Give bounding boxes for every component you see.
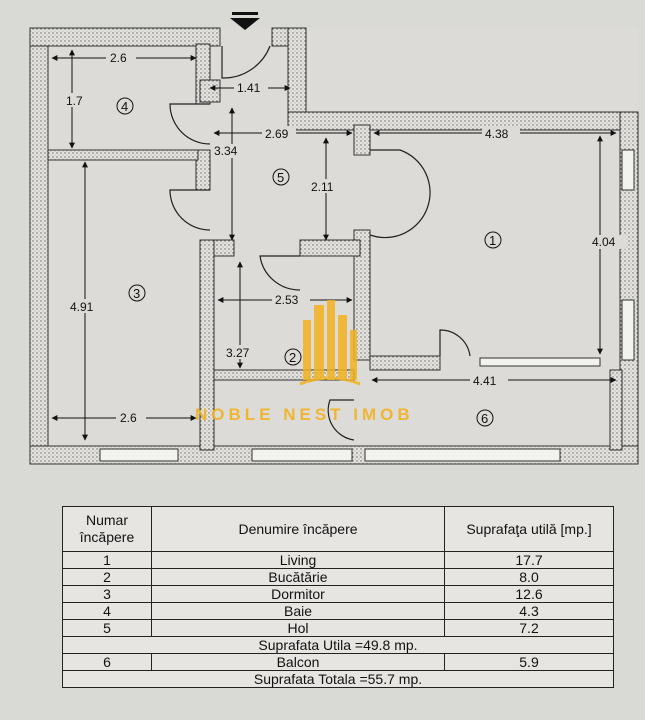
rooms-table: Numar încăpere Denumire încăpere Suprafa… xyxy=(62,506,614,688)
row-number: 2 xyxy=(62,568,152,586)
table-row: 4 Baie 4.3 xyxy=(62,602,614,620)
interior-walls xyxy=(47,43,623,451)
dim-label: 1.41 xyxy=(237,81,261,95)
dim-label: 2.6 xyxy=(120,411,137,425)
dim-label: 3.27 xyxy=(226,346,250,360)
row-number: 4 xyxy=(62,602,152,620)
row-number: 1 xyxy=(62,551,152,569)
table-row: 2 Bucătărie 8.0 xyxy=(62,568,614,586)
table-row: 5 Hol 7.2 xyxy=(62,619,614,637)
dim-label: 3.34 xyxy=(214,144,238,158)
dim-label: 2.69 xyxy=(265,127,289,141)
table-header-row: Numar încăpere Denumire încăpere Suprafa… xyxy=(62,506,614,552)
header-area: Suprafaţa utilă [mp.] xyxy=(444,506,614,552)
room-markers xyxy=(116,97,502,427)
row-area: 4.3 xyxy=(444,602,614,620)
row-area: 7.2 xyxy=(444,619,614,637)
dimension-labels: 2.6 1.41 1.7 2.69 4.38 3.34 2.11 4.04 4.… xyxy=(64,50,626,425)
room-number-2: 2 xyxy=(289,350,296,365)
header-room-number: Numar încăpere xyxy=(62,506,152,552)
row-name: Dormitor xyxy=(151,585,445,603)
room-number-4: 4 xyxy=(121,99,128,114)
row-name: Living xyxy=(151,551,445,569)
row-name: Hol xyxy=(151,619,445,637)
total-row: Suprafata Totala =55.7 mp. xyxy=(62,670,614,688)
dim-label: 4.04 xyxy=(592,235,616,249)
subtotal-text: Suprafata Utila =49.8 mp. xyxy=(62,636,614,654)
row-area: 8.0 xyxy=(444,568,614,586)
row-area: 17.7 xyxy=(444,551,614,569)
windows xyxy=(99,149,635,462)
watermark-text: NOBLE NEST IMOB xyxy=(195,405,414,424)
floor-plan: 2.6 1.41 1.7 2.69 4.38 3.34 2.11 4.04 4.… xyxy=(29,12,639,466)
header-room-name: Denumire încăpere xyxy=(151,506,445,552)
row-number: 3 xyxy=(62,585,152,603)
room-number-1: 1 xyxy=(489,233,496,248)
entrance-arrow-icon xyxy=(230,12,260,30)
row-name: Balcon xyxy=(151,653,445,671)
doors xyxy=(169,45,471,441)
total-text: Suprafata Totala =55.7 mp. xyxy=(62,670,614,688)
row-number: 6 xyxy=(62,653,152,671)
dim-label: 4.91 xyxy=(70,300,94,314)
row-area: 12.6 xyxy=(444,585,614,603)
dim-label: 4.41 xyxy=(473,374,497,388)
watermark-logo xyxy=(299,300,361,386)
row-name: Baie xyxy=(151,602,445,620)
row-area: 5.9 xyxy=(444,653,614,671)
dim-label: 4.38 xyxy=(485,127,509,141)
table-row: 6 Balcon 5.9 xyxy=(62,653,614,671)
dim-label: 2.11 xyxy=(311,180,334,194)
dim-label: 2.6 xyxy=(110,51,127,65)
room-number-5: 5 xyxy=(277,170,284,185)
dim-label: 2.53 xyxy=(275,293,299,307)
table-row: 1 Living 17.7 xyxy=(62,551,614,569)
subtotal-row: Suprafata Utila =49.8 mp. xyxy=(62,636,614,654)
row-name: Bucătărie xyxy=(151,568,445,586)
room-number-6: 6 xyxy=(481,411,488,426)
row-number: 5 xyxy=(62,619,152,637)
room-number-3: 3 xyxy=(133,286,140,301)
room-numbers: 1 2 3 4 5 6 xyxy=(121,99,496,426)
dim-label: 1.7 xyxy=(66,94,83,108)
rooms-table-container: Numar încăpere Denumire încăpere Suprafa… xyxy=(62,506,614,688)
table-row: 3 Dormitor 12.6 xyxy=(62,585,614,603)
